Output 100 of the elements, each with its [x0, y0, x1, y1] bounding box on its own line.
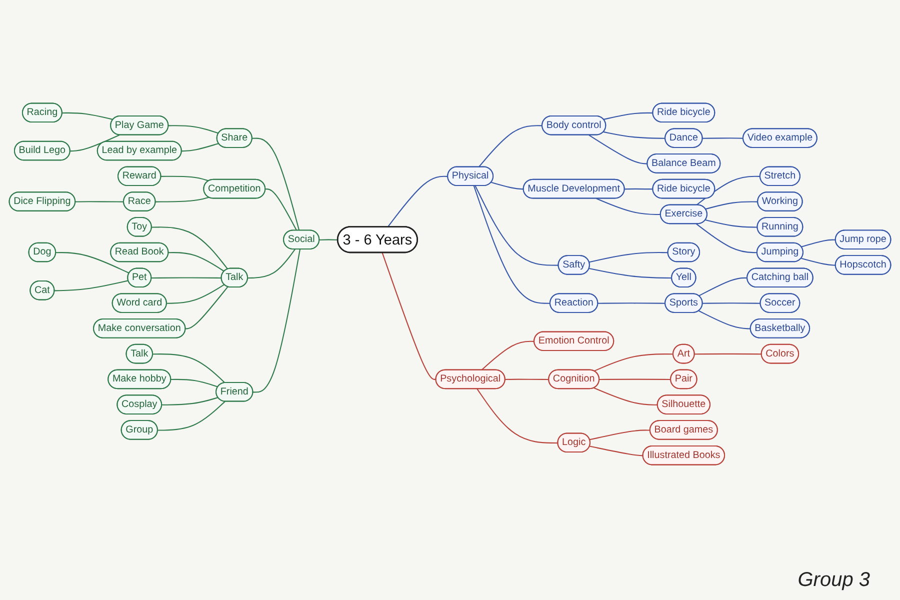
topic-bubble: Dog [28, 242, 56, 262]
topic-bubble: Board games [649, 420, 718, 440]
connector-line [248, 249, 296, 279]
connector-line [702, 302, 761, 304]
topic-bubble: Competition [203, 178, 266, 199]
connector-line [698, 310, 751, 330]
topic-bubble: Make conversation [93, 318, 186, 338]
connector-line [152, 354, 226, 384]
topic-bubble: Physical [447, 166, 494, 186]
connector-line [473, 186, 550, 304]
topic-bubble: Play Game [110, 115, 169, 136]
connector-line [166, 284, 225, 304]
connector-line [253, 249, 301, 393]
connector-line [168, 252, 225, 272]
connector-line [603, 112, 654, 120]
connector-line [474, 186, 559, 266]
topic-bubble: Cosplay [116, 394, 162, 414]
connector-line [161, 176, 209, 182]
topic-bubble: 3 - 6 Years [336, 226, 418, 254]
connector-line [170, 378, 218, 388]
topic-bubble: Reaction [550, 293, 598, 313]
topic-bubble: Cognition [548, 369, 600, 390]
topic-bubble: Emotion Control [534, 331, 614, 351]
connector-line [599, 378, 671, 380]
connector-line [54, 280, 128, 292]
connector-line [588, 134, 648, 164]
topic-bubble: Soccer [760, 293, 800, 313]
topic-bubble: Story [667, 242, 700, 262]
topic-bubble: Yell [671, 268, 696, 288]
connector-line [801, 258, 836, 266]
connector-line [162, 397, 218, 406]
connector-line [151, 277, 222, 279]
connector-line [694, 353, 762, 355]
connector-line [319, 239, 338, 240]
topic-bubble: Word card [112, 293, 167, 313]
topic-bubble: Ride bicycle [652, 102, 716, 123]
topic-bubble: Talk [220, 268, 248, 288]
connector-line [590, 430, 650, 440]
topic-bubble: Build Lego [14, 140, 70, 161]
topic-bubble: Balance Beam [646, 154, 721, 174]
topic-bubble: Make hobby [108, 369, 172, 390]
topic-bubble: Psychological [435, 369, 506, 390]
topic-bubble: Pet [127, 268, 152, 288]
topic-bubble: Dance [664, 128, 703, 148]
topic-bubble: Video example [742, 128, 818, 148]
connector-line [702, 138, 744, 139]
connector-line [705, 219, 758, 228]
topic-bubble: Friend [216, 382, 254, 402]
connector-line [252, 138, 300, 231]
connector-line [478, 125, 542, 168]
topic-bubble: Social [283, 230, 320, 250]
connector-line [598, 302, 666, 304]
topic-bubble: Sports [664, 293, 703, 313]
topic-bubble: Muscle Development [522, 178, 625, 199]
topic-bubble: Cat [30, 280, 55, 300]
topic-bubble: Catching ball [746, 268, 814, 288]
connector-line [481, 340, 534, 371]
topic-bubble: Group [120, 420, 158, 440]
connector-line [70, 134, 120, 152]
connector-line [168, 125, 219, 134]
connector-line [156, 196, 209, 202]
topic-bubble: Ride bicycle [652, 178, 716, 199]
connector-line [491, 182, 524, 190]
connector-line [182, 142, 219, 152]
connector-line [696, 176, 760, 206]
connector-line [705, 201, 758, 210]
connector-line [152, 226, 228, 270]
connector-line [801, 239, 836, 248]
connector-line [505, 378, 549, 380]
note-text: Group 3 [798, 569, 870, 592]
topic-bubble: Reward [118, 166, 162, 186]
connector-line [596, 198, 661, 216]
connector-line [696, 224, 758, 254]
connector-line [382, 252, 436, 380]
connector-line [603, 131, 666, 139]
connector-line [698, 277, 748, 296]
connector-line [624, 188, 654, 190]
topic-bubble: Exercise [660, 204, 708, 224]
topic-bubble: Toy [126, 217, 152, 237]
topic-bubble: Hopscotch [834, 255, 892, 275]
topic-bubble: Body control [542, 115, 606, 136]
connector-line [594, 388, 658, 406]
topic-bubble: Silhouette [656, 394, 710, 414]
topic-bubble: Lead by example [96, 140, 182, 161]
topic-bubble: Pair [670, 369, 698, 390]
topic-bubble: Read Book [110, 242, 169, 262]
topic-bubble: Illustrated Books [642, 445, 726, 466]
topic-bubble: Jump rope [834, 230, 892, 250]
topic-bubble: Colors [760, 344, 800, 364]
topic-bubble: Running [756, 217, 804, 237]
topic-bubble: Racing [22, 102, 62, 123]
connector-line [158, 401, 226, 431]
topic-bubble: Working [757, 192, 803, 212]
connector-line [56, 252, 130, 274]
topic-bubble: Jumping [756, 242, 804, 262]
topic-bubble: Race [123, 192, 156, 212]
connector-line [265, 188, 298, 231]
connector-line [62, 112, 114, 120]
connector-line [476, 388, 558, 444]
topic-bubble: Basketbally [750, 318, 810, 338]
